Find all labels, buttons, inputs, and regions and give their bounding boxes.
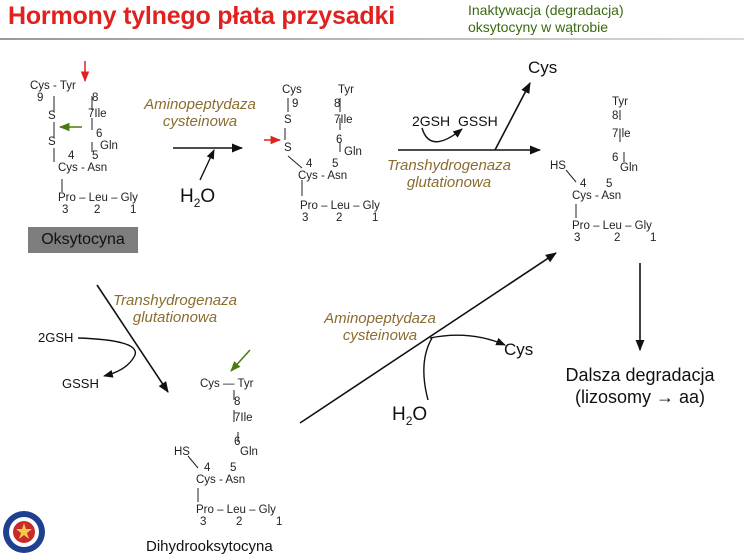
water-top: H2O — [180, 186, 216, 210]
dih-n4: 4 — [204, 462, 211, 474]
cys-bottom-curve — [429, 334, 506, 346]
oxy-n8: 8 — [92, 92, 99, 104]
int-n6: 6 — [336, 134, 343, 146]
dih-cys-tyr: Cys — Tyr — [200, 378, 254, 390]
dih-n1: 1 — [276, 516, 283, 528]
gsh-left: 2GSH — [38, 330, 74, 345]
int-tail: Pro – Leu – Gly — [300, 200, 380, 212]
subtitle-line-2: oksytocyny w wątrobie — [468, 19, 609, 35]
transhydrogenase-left-label: Transhydrogenaza glutationowa — [113, 292, 237, 326]
prod-n5: 5 — [606, 178, 613, 190]
gssg-left: GSSH — [62, 376, 99, 391]
dih-n3: 3 — [200, 516, 207, 528]
page-title: Hormony tylnego płata przysadki — [8, 2, 395, 30]
int-gln: Gln — [344, 146, 362, 158]
prod-hs: HS — [550, 160, 566, 172]
oxytocin-structure: Cys - Tyr 9 8 S 7Ile S 6 Gln 4 5 Cys - A… — [30, 70, 150, 220]
prod-ile: 7Ile — [612, 128, 631, 140]
transhydrogenase-top-label: Transhydrogenaza glutationowa — [387, 157, 511, 191]
aminopeptidase-top-label: Aminopeptydaza cysteinowa — [144, 96, 256, 130]
int-n1: 1 — [372, 212, 379, 224]
int-n4: 4 — [306, 158, 313, 170]
water-bottom: H2O — [392, 404, 428, 428]
left-branch-arrow — [96, 284, 169, 393]
dihydro-green-arrow — [230, 349, 251, 372]
cys-bottom: Cys — [504, 340, 534, 359]
prod-tail: Pro – Leu – Gly — [572, 220, 652, 232]
dih-gln: Gln — [240, 446, 258, 458]
prod-n3: 3 — [574, 232, 581, 244]
university-seal-logo — [3, 511, 45, 553]
gsh-top: 2GSH — [412, 113, 451, 129]
page-subtitle: Inaktywacja (degradacja) oksytocyny w wą… — [468, 2, 624, 36]
dih-n6: 6 — [234, 436, 241, 448]
int-n5: 5 — [332, 158, 339, 170]
oxy-s1: S — [48, 110, 56, 122]
water-top-arrow — [199, 149, 215, 181]
bottom-branch-arrow — [299, 252, 557, 424]
prod-n1: 1 — [650, 232, 657, 244]
subtitle-line-1: Inaktywacja (degradacja) — [468, 2, 624, 18]
oxy-cys-asn: Cys - Asn — [58, 162, 108, 174]
gsh-to-gssg-curve — [421, 127, 463, 143]
further-degradation-label: Dalsza degradacja (lizosomy → aa) — [565, 365, 715, 407]
oxy-n2: 2 — [94, 204, 101, 216]
prod-cys-asn: Cys - Asn — [572, 190, 622, 202]
int-n8: 8 — [334, 98, 341, 110]
dih-hs: HS — [174, 446, 190, 458]
gsh-left-curve — [77, 337, 136, 378]
dihydro-structure: Cys — Tyr 8 7Ile 6 Gln HS 4 5 Cys - Asn … — [172, 376, 302, 528]
gssg-top: GSSH — [458, 113, 498, 129]
oxy-n5: 5 — [92, 150, 99, 162]
dih-n2: 2 — [236, 516, 243, 528]
prod-gln: Gln — [620, 162, 638, 174]
product-structure: Tyr 8 7Ile 6 Gln HS 4 5 Cys - Asn Pro – … — [546, 96, 676, 246]
oxy-n6: 6 — [96, 128, 103, 140]
cys-top: Cys — [528, 58, 558, 77]
prod-n2: 2 — [614, 232, 621, 244]
intermediate-structure: Cys Tyr 9 8 S 7Ile S 6 Gln 4 5 Cys - Asn… — [280, 84, 400, 234]
oxy-n1: 1 — [130, 204, 137, 216]
int-cys: Cys — [282, 84, 302, 96]
oxy-cys-tyr: Cys - Tyr — [30, 80, 76, 92]
prod-n6: 6 — [612, 152, 619, 164]
prod-n8: 8 — [612, 110, 619, 122]
cys-release-arrow — [494, 82, 531, 151]
oxy-n3: 3 — [62, 204, 69, 216]
prod-n4: 4 — [580, 178, 587, 190]
dihydro-label: Dihydrooksytocyna — [146, 538, 273, 555]
int-s1: S — [284, 114, 292, 126]
int-n2: 2 — [336, 212, 343, 224]
int-n3: 3 — [302, 212, 309, 224]
water-bottom-curve — [423, 337, 433, 401]
dih-cys-asn: Cys - Asn — [196, 474, 246, 486]
int-tyr: Tyr — [338, 84, 354, 96]
oxy-gln: Gln — [100, 140, 118, 152]
dih-n5: 5 — [230, 462, 237, 474]
dih-ile: 7Ile — [234, 412, 253, 424]
oxy-n4: 4 — [68, 150, 75, 162]
oxy-ile: 7Ile — [88, 108, 107, 120]
int-cys-asn: Cys - Asn — [298, 170, 348, 182]
dih-tail: Pro – Leu – Gly — [196, 504, 276, 516]
int-s2: S — [284, 142, 292, 154]
oxy-n9: 9 — [37, 92, 44, 104]
oxy-s2: S — [48, 136, 56, 148]
dih-n8: 8 — [234, 396, 241, 408]
prod-tyr: Tyr — [612, 96, 628, 108]
int-ile: 7Ile — [334, 114, 353, 126]
aminopeptidase-bottom-label: Aminopeptydaza cysteinowa — [324, 310, 436, 344]
int-n9: 9 — [292, 98, 299, 110]
oxy-tail: Pro – Leu – Gly — [58, 192, 138, 204]
header-divider — [0, 38, 744, 40]
oxytocin-label: Oksytocyna — [28, 227, 138, 253]
